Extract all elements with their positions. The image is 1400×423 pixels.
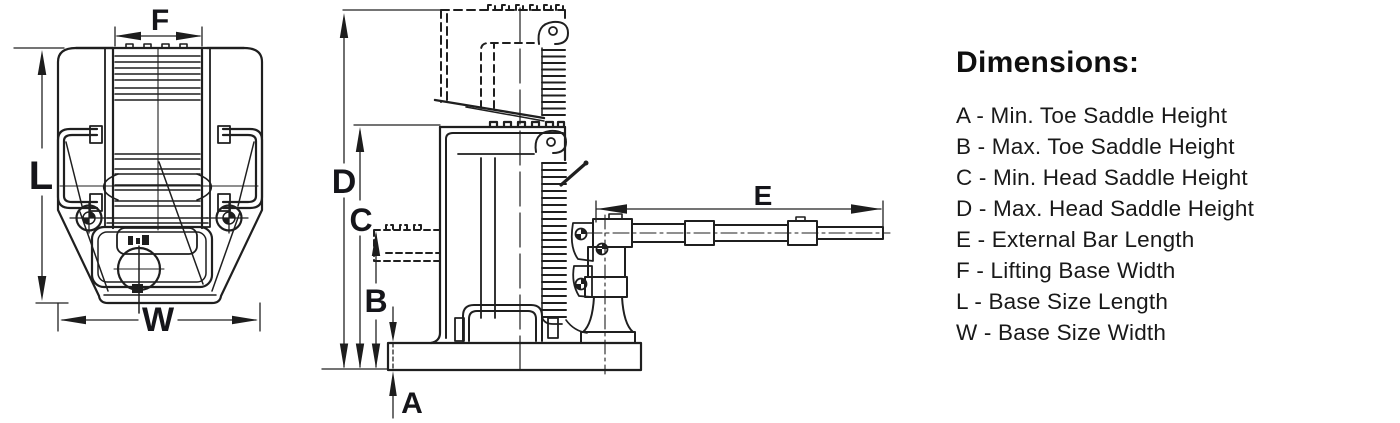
legend-items: A - Min. Toe Saddle Height B - Max. Toe … xyxy=(956,100,1254,348)
pump-handle-bar xyxy=(592,213,884,248)
front-section-diagonal xyxy=(158,161,204,285)
dim-label-a: A xyxy=(401,387,423,420)
front-view-drawing xyxy=(56,43,264,314)
pump-linkage xyxy=(570,222,609,298)
front-saddle-teeth xyxy=(125,43,188,49)
legend-item-e: E - External Bar Length xyxy=(956,227,1195,252)
raised-left-edges xyxy=(440,9,448,105)
front-underframe-inner xyxy=(97,231,207,283)
dimension-lines xyxy=(13,9,884,419)
release-lever xyxy=(559,162,587,187)
dim-w-lines xyxy=(57,302,261,332)
dim-label-b: B xyxy=(364,283,387,319)
front-handle-left xyxy=(56,127,99,210)
front-cylinder-arcs xyxy=(102,173,213,201)
dim-label-d: D xyxy=(332,163,357,201)
raised-spring-coils xyxy=(541,49,566,116)
raised-saddle-line xyxy=(440,4,566,21)
legend-item-b: B - Max. Toe Saddle Height xyxy=(956,134,1235,159)
side-view-drawing xyxy=(373,7,891,375)
raised-hook-pin xyxy=(548,26,558,36)
front-handle-brackets xyxy=(89,125,231,212)
front-axles xyxy=(69,202,249,234)
carry-handle xyxy=(462,304,543,342)
toe-raised-outline xyxy=(373,224,441,262)
legend-item-d: D - Max. Head Saddle Height xyxy=(956,196,1255,221)
front-handle-right xyxy=(221,127,264,210)
legend-item-c: C - Min. Head Saddle Height xyxy=(956,165,1248,190)
side-ram-edges xyxy=(480,157,496,319)
front-body-outline xyxy=(56,46,264,305)
raised-break-diagonal-2 xyxy=(465,106,545,122)
front-underframe-outer xyxy=(90,225,214,289)
legend-item-f: F - Lifting Base Width xyxy=(956,258,1176,283)
legend-item-a: A - Min. Toe Saddle Height xyxy=(956,103,1228,128)
dim-e-lines xyxy=(595,200,884,235)
legend-title: Dimensions: xyxy=(956,46,1140,79)
release-lever-tip xyxy=(583,160,589,166)
raised-spring-hook xyxy=(537,20,569,45)
pump-pedestal xyxy=(580,246,636,344)
side-body-inner xyxy=(445,132,564,339)
dimension-arrowheads xyxy=(37,13,881,396)
side-spring-coils xyxy=(541,162,567,318)
side-saddle-line xyxy=(438,120,567,129)
toe-front-edge xyxy=(454,317,465,342)
legend: Dimensions: A - Min. Toe Saddle Height B… xyxy=(956,46,1254,348)
front-toe-pocket xyxy=(116,227,198,255)
raised-break-diagonal xyxy=(433,98,546,120)
front-lobe-diagonals xyxy=(65,141,255,292)
dim-label-e: E xyxy=(754,180,773,211)
dim-label-l: L xyxy=(29,154,53,198)
front-pump-parts xyxy=(128,235,149,293)
dim-label-w: W xyxy=(142,301,175,339)
side-hook-pin xyxy=(546,137,556,147)
legend-item-l: L - Base Size Length xyxy=(956,289,1169,314)
dimension-labels: F L W D C B A E xyxy=(29,4,773,420)
dim-c-lines xyxy=(353,124,441,368)
base-slab xyxy=(386,341,643,372)
side-spring-hook xyxy=(534,129,567,154)
dim-label-c: C xyxy=(349,202,372,238)
dim-l-lines xyxy=(13,47,69,304)
spring-anchor xyxy=(547,317,559,339)
legend-item-w: W - Base Size Width xyxy=(956,320,1167,345)
raised-inner-ram xyxy=(480,42,539,109)
dim-label-f: F xyxy=(151,4,169,37)
side-view-raised-position xyxy=(433,4,569,122)
dim-d-lines xyxy=(342,9,442,368)
